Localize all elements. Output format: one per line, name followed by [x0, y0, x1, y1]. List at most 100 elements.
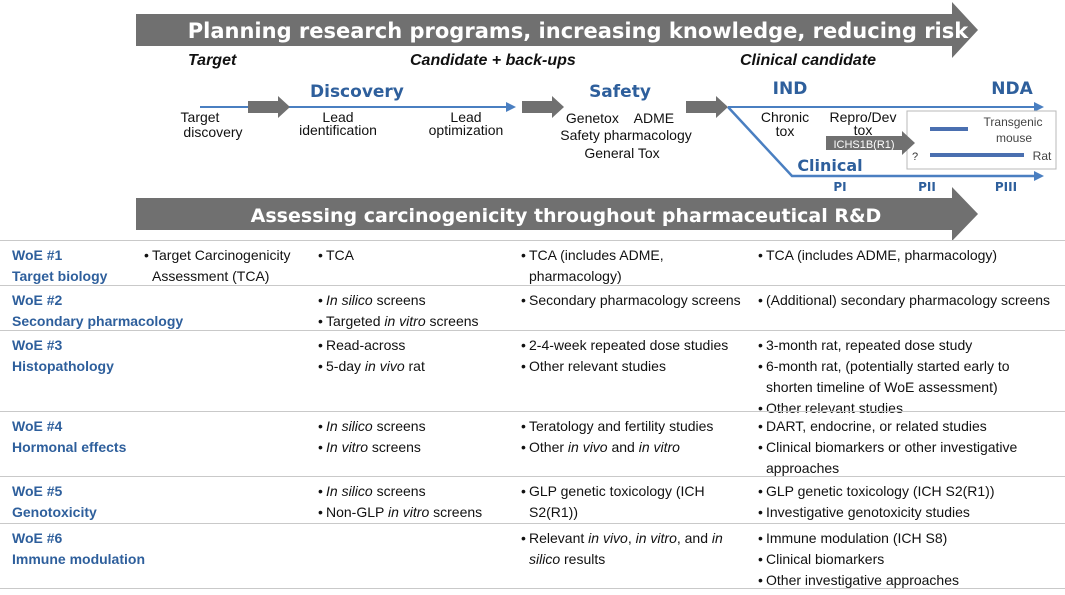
woe-row: WoE #4 Hormonal effects In silico screensI… — [0, 411, 1065, 477]
phase-nda: NDA — [991, 79, 1033, 99]
woe-name: Histopathology — [12, 358, 114, 374]
woe-cell-col1: In silico screensTargeted in vitro scree… — [318, 290, 513, 332]
bullet-item: TCA (includes ADME, pharmacology) — [758, 245, 1058, 266]
woe-cell-col1: In silico screensNon-GLP in vitro screen… — [318, 481, 513, 523]
woe-name: Hormonal effects — [12, 439, 127, 455]
bullet-item: Other relevant studies — [758, 398, 1058, 419]
phase-safety: Safety — [589, 82, 651, 102]
woe-cell-col1: Read-across5-day in vivo rat — [318, 335, 513, 377]
woe-cell-col2: Relevant in vivo, in vitro, and in silic… — [521, 528, 746, 570]
bottom-banner-arrow — [136, 187, 978, 240]
bullet-item: Clinical biomarkers — [758, 549, 1058, 570]
bullet-item: Non-GLP in vitro screens — [318, 502, 513, 523]
bullet-item: Other relevant studies — [521, 356, 746, 377]
woe-id: WoE #1 — [12, 247, 63, 263]
bullet-item: 3-month rat, repeated dose study — [758, 335, 1058, 356]
gray-arrow-3 — [686, 96, 728, 118]
rat-label: Rat — [1033, 149, 1052, 163]
step-lead-optimization-1: Lead — [450, 109, 481, 125]
woe-row: WoE #2 Secondary pharmacology In silico sc… — [0, 285, 1065, 331]
phase-discovery: Discovery — [310, 82, 404, 102]
safety-item-3: General Tox — [584, 145, 659, 161]
bullet-item: Other in vivo and in vitro — [521, 437, 746, 458]
bullet-item: Target Carcinogenicity Assessment (TCA) — [144, 245, 309, 287]
woe-cell-col3: DART, endocrine, or related studiesClini… — [758, 416, 1058, 479]
woe-row: WoE #1 Target biology Target Carcinogenici… — [0, 240, 1065, 286]
woe-row: WoE #6 Immune modulation Relevant in vivo,… — [0, 523, 1065, 589]
bullet-item: 5-day in vivo rat — [318, 356, 513, 377]
clinical-phase-3: PIII — [995, 180, 1017, 194]
clinical-arrowhead — [1034, 171, 1044, 181]
gray-arrow-2 — [522, 96, 564, 118]
stage-candidate: Candidate + back-ups — [410, 52, 576, 69]
woe-cell-col1: In silico screensIn vitro screens — [318, 416, 513, 458]
bullet-item: In silico screens — [318, 481, 513, 502]
bullet-item: GLP genetic toxicology (ICH S2(R1)) — [758, 481, 1058, 502]
woe-cell-col2: Secondary pharmacology screens — [521, 290, 746, 311]
repro-tox-1: Repro/Dev — [830, 109, 897, 125]
woe-id: WoE #5 — [12, 483, 63, 499]
bullet-item: In vitro screens — [318, 437, 513, 458]
step-lead-optimization-2: optimization — [429, 122, 504, 138]
woe-row: WoE #5 Genotoxicity In silico screensNon-G… — [0, 476, 1065, 524]
bullet-item: Immune modulation (ICH S8) — [758, 528, 1058, 549]
bullet-item: TCA (includes ADME, pharmacology) — [521, 245, 746, 287]
bullet-item: 6-month rat, (potentially started early … — [758, 356, 1058, 398]
woe-id: WoE #4 — [12, 418, 63, 434]
woe-cell-col0: Target Carcinogenicity Assessment (TCA) — [144, 245, 309, 287]
table-bottom-border — [0, 588, 1065, 589]
ichs1b-label: ICHS1B(R1) — [833, 139, 894, 151]
pipeline-diagram: Planning research programs, increasing k… — [136, 2, 1057, 240]
woe-cell-col3: (Additional) secondary pharmacology scre… — [758, 290, 1058, 311]
step-target-discovery-2: discovery — [183, 124, 242, 140]
woe-name: Target biology — [12, 268, 108, 284]
stage-target: Target — [188, 52, 237, 69]
woe-cell-col3: GLP genetic toxicology (ICH S2(R1))Inves… — [758, 481, 1058, 523]
step-lead-identification-1: Lead — [322, 109, 353, 125]
question-mark: ? — [912, 151, 918, 163]
bullet-item: TCA — [318, 245, 513, 266]
gray-arrow-1 — [248, 96, 290, 118]
bullet-item: (Additional) secondary pharmacology scre… — [758, 290, 1058, 311]
safety-item-1: Genetox ADME — [566, 110, 674, 126]
bullet-item: Read-across — [318, 335, 513, 356]
bullet-item: 2-4-week repeated dose studies — [521, 335, 746, 356]
woe-cell-col3: TCA (includes ADME, pharmacology) — [758, 245, 1058, 266]
bullet-item: Targeted in vitro screens — [318, 311, 513, 332]
chronic-tox-2: tox — [776, 123, 795, 139]
clinical-line — [727, 106, 1036, 178]
woe-id: WoE #2 — [12, 292, 63, 308]
carcinogenicity-box — [906, 110, 1057, 170]
woe-id: WoE #6 — [12, 530, 63, 546]
top-banner-text: Planning research programs, increasing k… — [188, 19, 969, 43]
bullet-item: Clinical biomarkers or other investigati… — [758, 437, 1058, 479]
top-banner-arrow — [136, 2, 978, 58]
bullet-item: In silico screens — [318, 416, 513, 437]
step-lead-identification-2: identification — [299, 122, 377, 138]
woe-cell-col3: 3-month rat, repeated dose study6-month … — [758, 335, 1058, 419]
woe-cell-col2: TCA (includes ADME, pharmacology) — [521, 245, 746, 287]
woe-name: Immune modulation — [12, 551, 145, 567]
bullet-item: Investigative genotoxicity studies — [758, 502, 1058, 523]
bullet-item: In silico screens — [318, 290, 513, 311]
stage-clinical-candidate: Clinical candidate — [740, 52, 876, 69]
ichs1b-arrow — [826, 131, 915, 155]
bullet-item: Other investigative approaches — [758, 570, 1058, 591]
bullet-item: GLP genetic toxicology (ICH S2(R1)) — [521, 481, 746, 523]
woe-name: Genotoxicity — [12, 504, 97, 520]
phase-ind: IND — [773, 79, 808, 99]
woe-name: Secondary pharmacology — [12, 313, 184, 329]
nda-arrowhead — [1034, 102, 1044, 112]
clinical-phase-1: PI — [833, 180, 846, 194]
phase-clinical: Clinical — [797, 156, 862, 175]
bottom-banner-text: Assessing carcinogenicity throughout pha… — [251, 205, 882, 227]
woe-cell-col1: TCA — [318, 245, 513, 266]
clinical-phase-2: PII — [918, 180, 936, 194]
discovery-arrowhead — [506, 102, 516, 112]
bullet-item: Relevant in vivo, in vitro, and in silic… — [521, 528, 746, 570]
woe-row: WoE #3HistopathologyRead-across5-day in … — [0, 330, 1065, 416]
repro-tox-2: tox — [854, 122, 873, 138]
bullet-item: Secondary pharmacology screens — [521, 290, 746, 311]
bullet-item: DART, endocrine, or related studies — [758, 416, 1058, 437]
transgenic-label-1: Transgenic — [984, 115, 1043, 129]
